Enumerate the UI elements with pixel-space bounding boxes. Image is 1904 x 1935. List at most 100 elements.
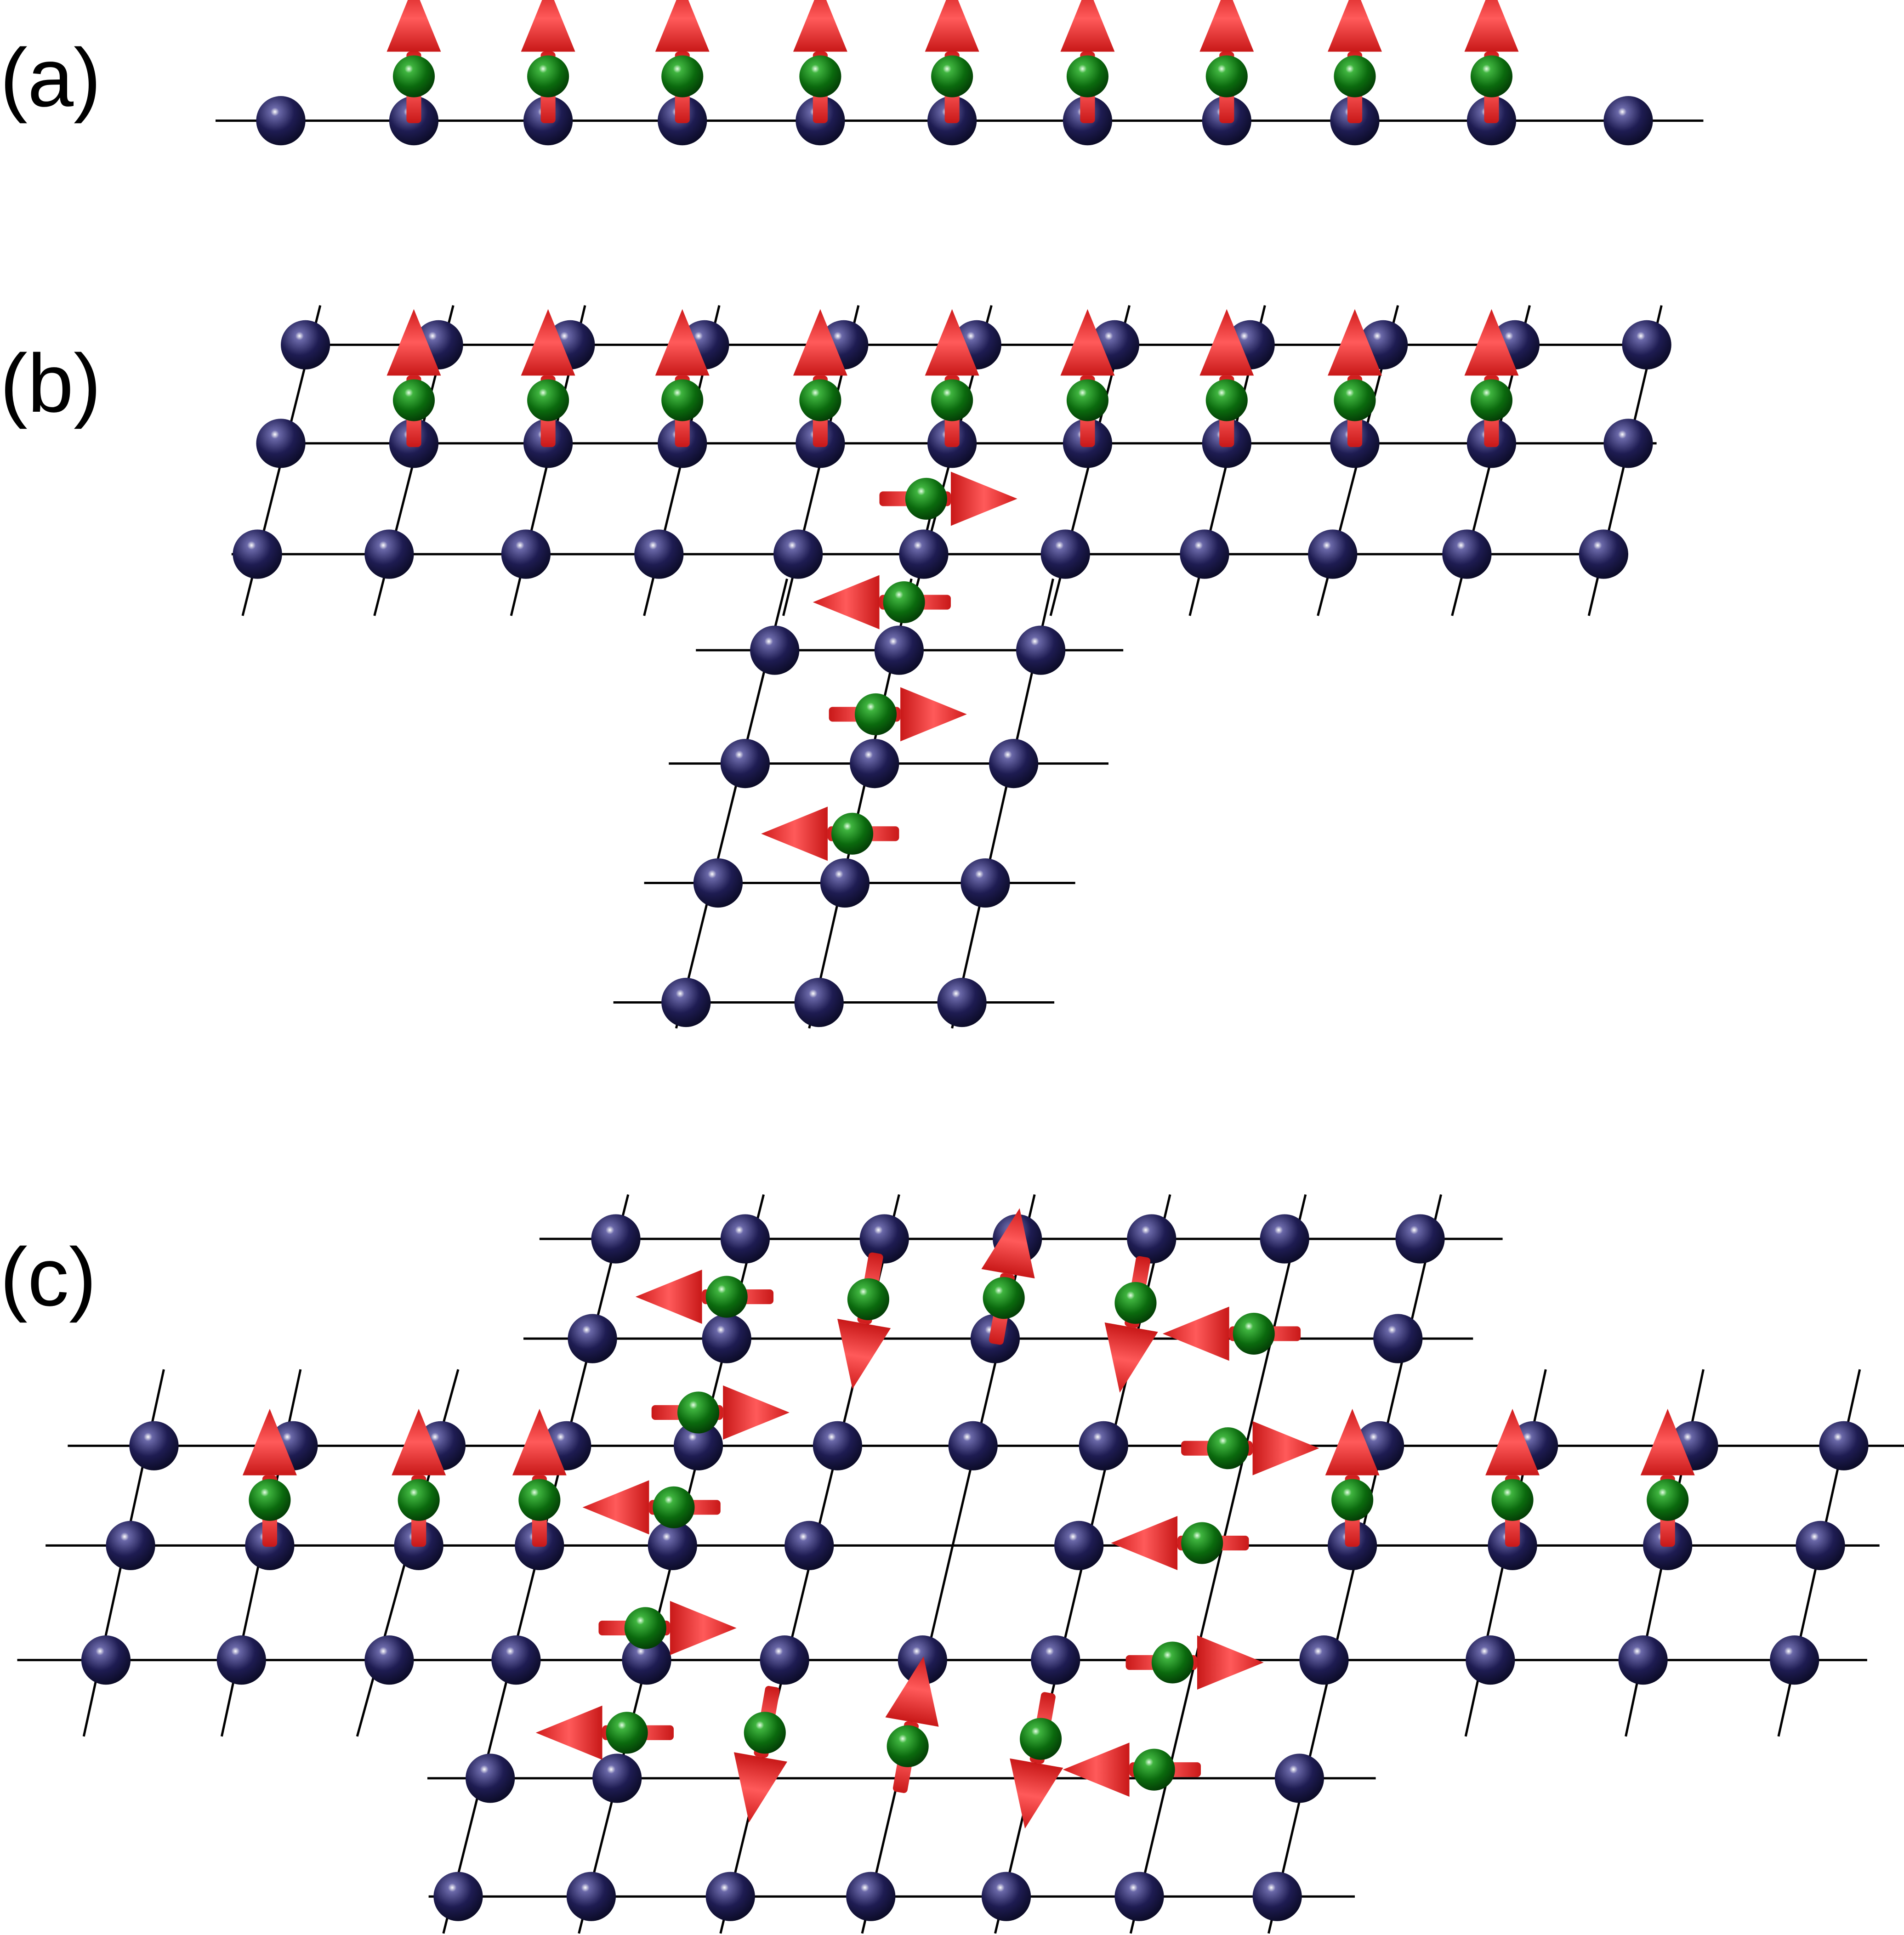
panel-label-a: (a) [0,32,101,124]
spin-arrow [829,687,967,742]
magnetic-atom [624,1607,666,1649]
spin-arrow-head [1063,1742,1130,1797]
spin-arrows [242,0,1695,1829]
lattice-atom [850,739,899,789]
lattice-atom [1016,625,1066,675]
spin-arrow-head [1485,1408,1540,1475]
magnetic-atom [653,1486,695,1528]
magnetic-atom [887,1725,929,1767]
spin-arrow [837,1252,891,1389]
lattice-atom [1180,529,1229,579]
lattice-atom [1054,1521,1104,1570]
spin-arrow-head [521,309,575,376]
spin-arrow-head [386,309,441,376]
magnetic-atom [1470,379,1513,421]
lattice-atom [1127,1214,1177,1264]
lattice-atom [256,96,306,146]
lattice-atom [693,858,743,908]
magnetic-atom [1181,1522,1223,1564]
lattice-atom [106,1521,155,1570]
lattice-atom [568,1314,617,1363]
lattice-atom [1040,529,1090,579]
panel-label-b: (b) [0,337,101,430]
lattice-atom [1031,1635,1080,1685]
magnetic-atom [527,379,569,421]
spin-arrow [582,1480,721,1535]
lattice-atom [129,1421,179,1470]
spin-arrow [598,1601,737,1655]
lattice-atom [1252,1872,1302,1921]
lattice-atom [634,529,684,579]
magnetic-atom [1334,55,1376,97]
spin-arrow [813,575,951,630]
lattice-atom [233,529,282,579]
lattice-atom [705,1872,755,1921]
lattice-atom [784,1521,834,1570]
magnetic-atom [1205,379,1248,421]
magnetic-atom [931,379,973,421]
spin-arrow [535,1705,674,1760]
spin-arrow-head [793,309,847,376]
magnetic-atom [1205,55,1248,97]
spin-arrow-head [1060,309,1115,376]
spin-arrow-head [670,1601,737,1655]
spin-arrow-head [655,0,710,52]
magnetic-atom [847,1278,889,1320]
spin-arrow-head [723,1385,790,1440]
spin-arrow-head [1010,1758,1063,1829]
spin-arrow [733,1685,788,1823]
spin-arrow-head [900,687,967,742]
spin-arrow-head [521,0,575,52]
magnetic-atom [606,1712,648,1754]
lattice-atom [591,1214,641,1264]
magnetic-atom [1133,1748,1175,1791]
lattice-atom [794,977,844,1027]
spin-arrow-head [512,1408,567,1475]
spin-arrow-head [1060,0,1115,52]
magnetic-atom [1331,1479,1374,1521]
spin-arrow-head [981,1208,1035,1279]
lattice-atom [1442,529,1492,579]
lattice-atom [1796,1521,1845,1570]
lattice-atom [1079,1421,1128,1470]
magnetic-atom [527,55,569,97]
spin-arrow-head [1325,1408,1380,1475]
lattice-atom [1114,1872,1164,1921]
magnetic-atom [883,581,925,624]
magnetic-atom [931,55,973,97]
magnetic-atom [744,1712,786,1754]
lattice-atom [720,1214,770,1264]
lattice-atom [820,858,870,908]
magnetic-atom [398,1479,440,1521]
spin-arrow [1125,1635,1264,1690]
spin-arrow [651,1385,790,1440]
lattice-atom [466,1753,515,1803]
magnetic-atom [1151,1641,1194,1684]
spin-arrow-head [386,0,441,52]
magnetic-atom [661,379,704,421]
magnetic-atom [905,477,947,520]
lattice-atom [846,1872,896,1921]
magnetic-atom [831,812,874,855]
spin-arrow-head [1640,1408,1695,1475]
magnetic-atom [1334,379,1376,421]
magnetic-atom [1066,379,1108,421]
magnetic-atom [1470,55,1513,97]
spin-arrow-head [635,1270,702,1324]
spin-arrow [879,471,1017,526]
spin-arrow-head [925,309,979,376]
spin-arrow [1162,1306,1301,1361]
spin-arrow [1010,1692,1063,1829]
spin-arrow [761,806,899,861]
lattice-atom [1260,1214,1309,1264]
spin-arrow-head [1328,0,1382,52]
spin-arrow-head [242,1408,297,1475]
magnetic-atom [1491,1479,1534,1521]
spin-arrow-head [837,1318,891,1389]
lattice-atom [1770,1635,1819,1685]
lattice-atom [1603,96,1653,146]
lattice-atom [501,529,551,579]
lattice-atom [813,1421,862,1470]
magnetic-atom [1207,1427,1249,1470]
